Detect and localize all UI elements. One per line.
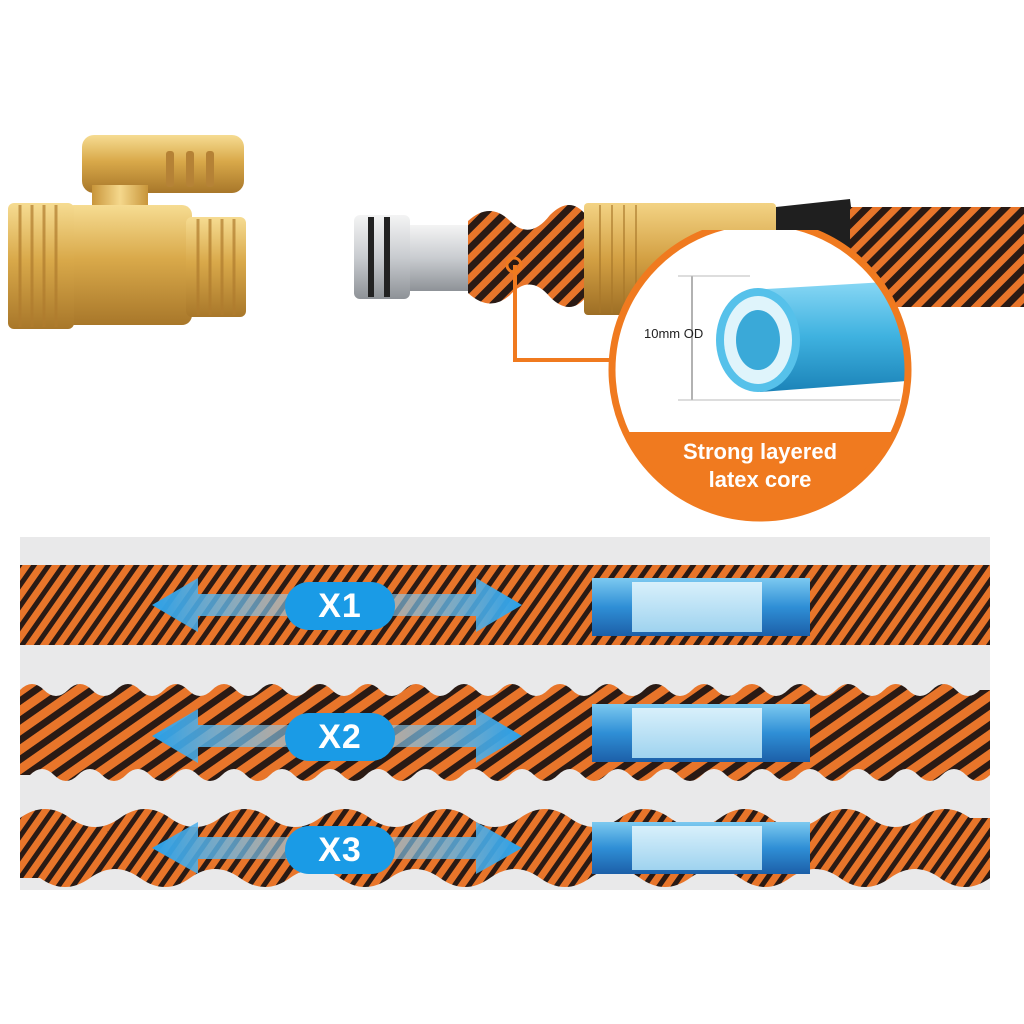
latex-core-caption-line1: Strong layered — [682, 439, 838, 464]
brass-valve — [0, 125, 260, 345]
hose-row-x1 — [20, 565, 990, 645]
expansion-badge-x2: X2 — [285, 713, 395, 761]
latex-core-caption: Strong layered latex core — [608, 438, 912, 494]
diameter-label: 10mm OD — [644, 326, 704, 341]
expansion-hoses — [20, 560, 990, 890]
hose-row-x3 — [20, 809, 990, 887]
latex-core-magnifier — [600, 230, 920, 530]
expansion-badge-x3: X3 — [285, 826, 395, 874]
hose-row-x2 — [20, 684, 990, 781]
expansion-badge-x1: X1 — [285, 582, 395, 630]
callout-leader-line — [510, 260, 630, 370]
latex-core-caption-line2: latex core — [708, 467, 812, 492]
